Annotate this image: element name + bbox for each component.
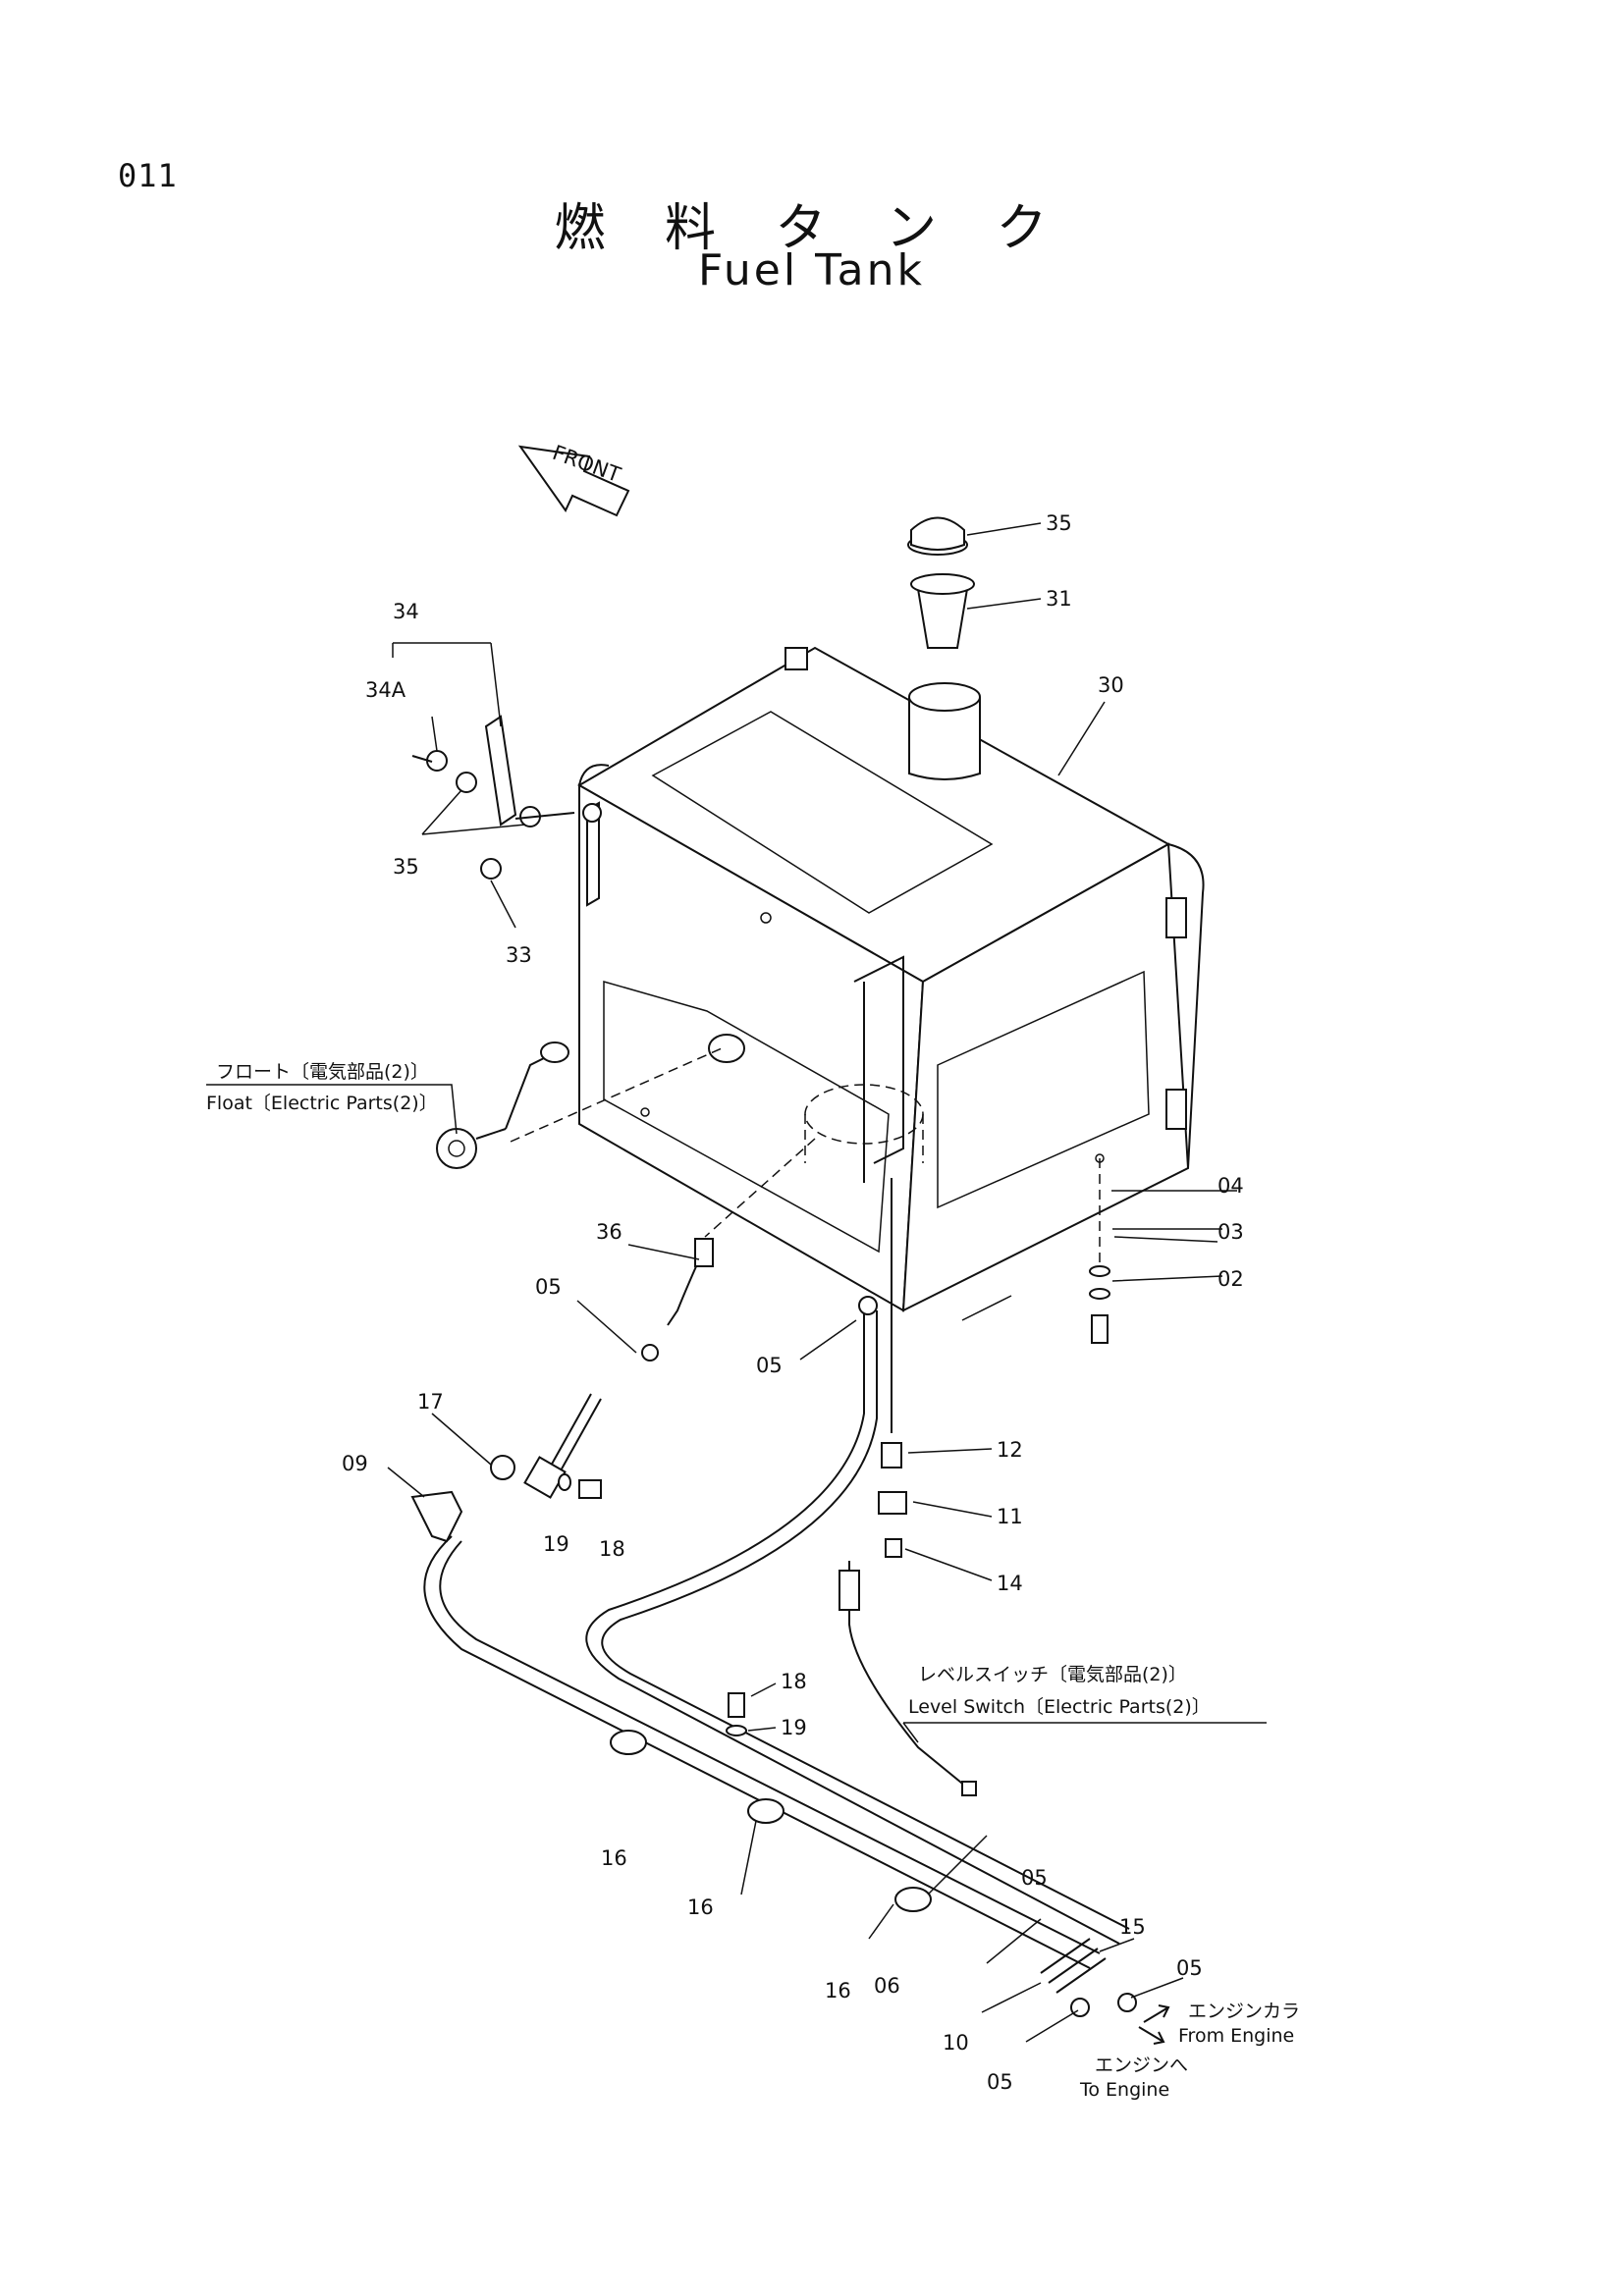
title-japanese: 燃 料 タ ン ク bbox=[554, 199, 1069, 258]
filler-assembly bbox=[907, 516, 981, 780]
from-engine-note-en: From Engine bbox=[1178, 2025, 1294, 2047]
part-label-11: 11 bbox=[997, 1505, 1023, 1528]
part-label-36: 36 bbox=[596, 1220, 622, 1244]
leader-lines bbox=[206, 522, 1267, 2043]
part-label-34: 34 bbox=[393, 600, 419, 623]
part-label-18-a: 18 bbox=[599, 1537, 625, 1561]
part-label-07-b: 05 bbox=[756, 1354, 783, 1377]
part-label-19-b: 19 bbox=[781, 1716, 807, 1739]
part-label-03: 03 bbox=[1217, 1220, 1244, 1244]
fuel-lines bbox=[410, 1178, 1170, 2045]
part-label-09: 09 bbox=[342, 1452, 368, 1475]
part-label-07-c: 05 bbox=[1176, 1956, 1203, 1980]
part-label-31: 31 bbox=[1046, 587, 1072, 611]
part-label-14: 14 bbox=[997, 1572, 1023, 1595]
front-arrow: FRONT bbox=[517, 441, 630, 517]
part-label-07-d: 05 bbox=[987, 2070, 1013, 2094]
part-label-06: 06 bbox=[874, 1974, 900, 1998]
part-label-07-a: 05 bbox=[535, 1275, 562, 1299]
to-engine-note-jp: エンジンへ bbox=[1095, 2055, 1188, 2076]
float-note-en: Float〔Electric Parts(2)〕 bbox=[206, 1093, 438, 1114]
part-label-35: 35 bbox=[393, 855, 419, 879]
part-label-02: 02 bbox=[1217, 1267, 1244, 1291]
level-switch-note-jp: レベルスイッチ〔電気部品(2)〕 bbox=[918, 1664, 1187, 1685]
part-label-10: 10 bbox=[943, 2031, 969, 2055]
part-label-19-a: 19 bbox=[543, 1532, 569, 1556]
float-note-jp: フロート〔電気部品(2)〕 bbox=[216, 1061, 429, 1083]
part-label-18-b: 18 bbox=[781, 1670, 807, 1693]
part-labels: 35 31 30 34 34A 35 33 36 05 05 17 09 19 … bbox=[342, 511, 1244, 2094]
elbow-fitting bbox=[641, 1238, 714, 1362]
to-engine-note-en: To Engine bbox=[1079, 2079, 1169, 2101]
part-label-30: 30 bbox=[1098, 673, 1124, 697]
part-label-04: 04 bbox=[1217, 1174, 1244, 1198]
part-label-15: 15 bbox=[1119, 1915, 1146, 1939]
fuel-tank bbox=[577, 646, 1205, 1312]
title-english: Fuel Tank bbox=[698, 245, 925, 295]
float-unit bbox=[436, 1041, 723, 1169]
callout-notes: フロート〔電気部品(2)〕 Float〔Electric Parts(2)〕 レ… bbox=[206, 1061, 1300, 2101]
part-label-16-a: 16 bbox=[601, 1846, 627, 1870]
part-label-05: 05 bbox=[1021, 1866, 1048, 1890]
part-label-17: 17 bbox=[417, 1390, 444, 1414]
part-label-12: 12 bbox=[997, 1438, 1023, 1462]
bracket-assembly bbox=[411, 715, 602, 880]
part-label-16-b: 16 bbox=[687, 1896, 714, 1919]
part-label-34a: 34A bbox=[365, 678, 406, 702]
part-label-32: 35 bbox=[1046, 511, 1072, 535]
page-code: 011 bbox=[118, 157, 178, 194]
from-engine-note-jp: エンジンカラ bbox=[1188, 2001, 1300, 2022]
level-switch-note-en: Level Switch〔Electric Parts(2)〕 bbox=[908, 1696, 1211, 1718]
part-label-33: 33 bbox=[506, 943, 532, 967]
part-label-16-c: 16 bbox=[825, 1979, 851, 2002]
